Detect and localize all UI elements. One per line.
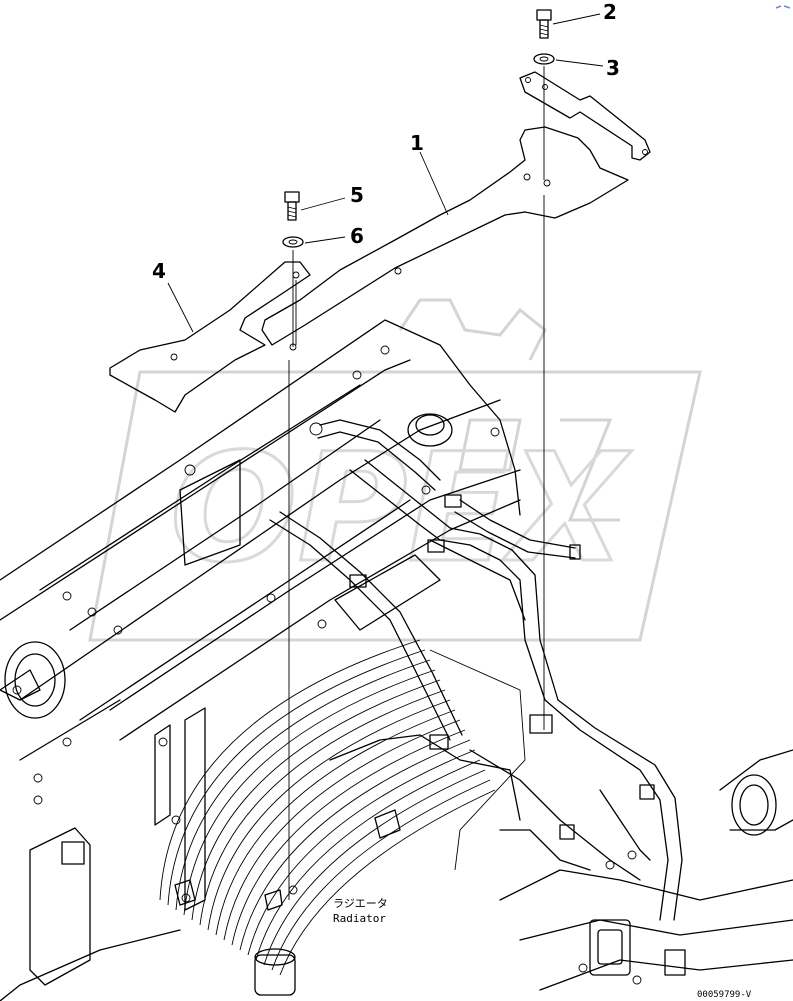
part-6-washer bbox=[282, 236, 304, 248]
callout-1: 1 bbox=[410, 131, 424, 155]
radiator-core-fins bbox=[159, 639, 526, 976]
drawing-code: 00059799-V bbox=[697, 990, 752, 1000]
part-3-washer bbox=[533, 53, 555, 65]
hoses-and-pipes bbox=[269, 419, 793, 991]
callout-labels: 2 3 1 5 6 4 bbox=[152, 0, 620, 283]
callout-4: 4 bbox=[152, 259, 166, 283]
callout-5: 5 bbox=[350, 183, 364, 207]
assembly-lines bbox=[288, 66, 545, 900]
part-5-bolt bbox=[284, 191, 300, 221]
leader-lines bbox=[167, 13, 604, 333]
callout-6: 6 bbox=[350, 224, 364, 248]
callout-2: 2 bbox=[603, 0, 617, 24]
part-4-plate bbox=[109, 261, 311, 413]
part-1-bracket bbox=[519, 71, 651, 161]
corner-mark-icon bbox=[775, 5, 791, 9]
radiator-assembly bbox=[0, 319, 521, 1001]
opex-watermark: OPEX bbox=[88, 298, 702, 642]
radiator-label-en: Radiator bbox=[333, 912, 386, 925]
callout-3: 3 bbox=[606, 56, 620, 80]
part-2-bolt bbox=[536, 9, 552, 39]
part-1-cover-plate bbox=[261, 126, 629, 351]
radiator-label-jp: ラジエータ bbox=[333, 897, 388, 910]
watermark-text: OPEX bbox=[170, 422, 632, 596]
